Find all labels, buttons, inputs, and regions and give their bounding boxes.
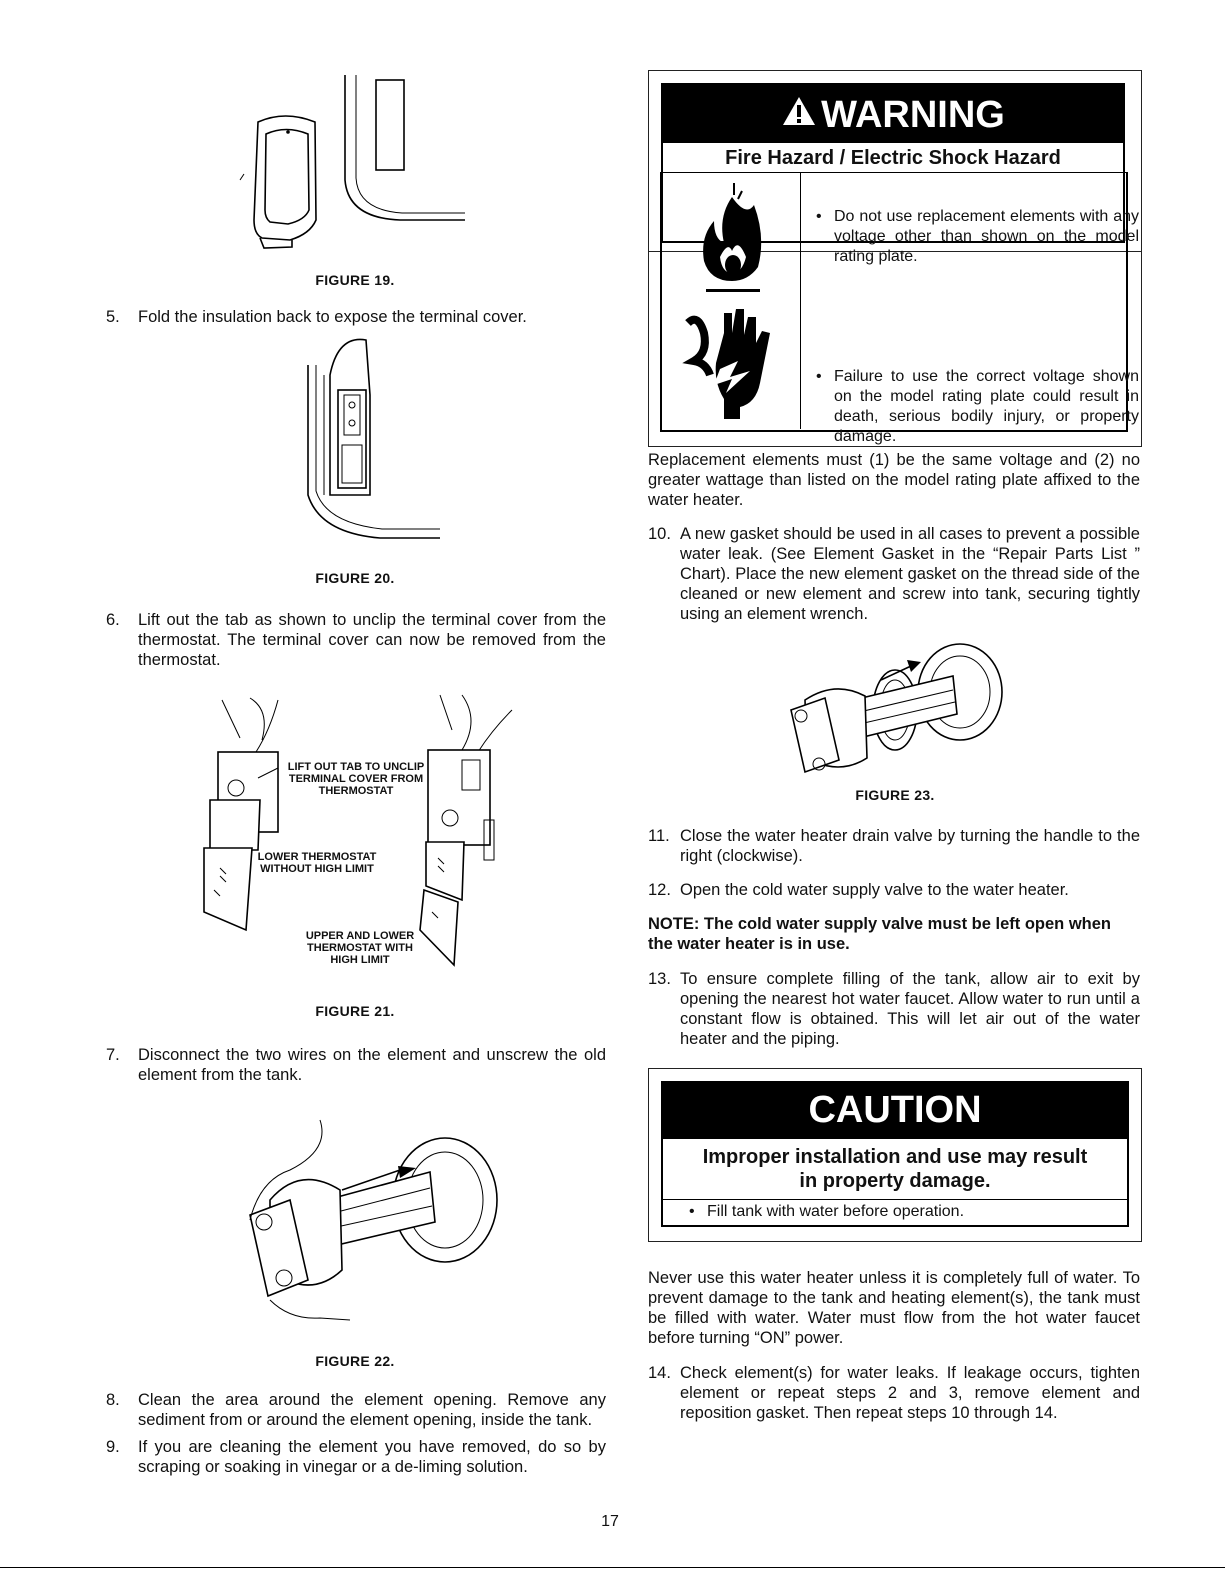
step-text: Disconnect the two wires on the element … — [138, 1046, 606, 1084]
step-text: Close the water heater drain valve by tu… — [680, 827, 1140, 865]
step-text: Lift out the tab as shown to unclip the … — [138, 611, 606, 669]
bottom-rule — [0, 1567, 1225, 1568]
figure-19-illustration — [239, 75, 465, 249]
step-text: Check element(s) for water leaks. If lea… — [680, 1364, 1140, 1422]
caution-inner: CAUTION Improper installation and use ma… — [661, 1081, 1129, 1227]
step-10: 10. A new gasket should be used in all c… — [648, 524, 1140, 624]
fire-hazard-icon — [703, 183, 762, 292]
step-number: 10. — [648, 525, 671, 543]
step-number: 14. — [648, 1364, 671, 1382]
page-number: 17 — [601, 1513, 619, 1530]
figure-21-illustration — [203, 694, 513, 967]
step-text: Clean the area around the element openin… — [138, 1391, 606, 1429]
step-7: 7. Disconnect the two wires on the eleme… — [106, 1045, 606, 1085]
step-text: Fold the insulation back to expose the t… — [138, 308, 527, 326]
never-use-paragraph: Never use this water heater unless it is… — [648, 1269, 1140, 1347]
step-9: 9. If you are cleaning the element you h… — [106, 1437, 606, 1477]
figure-21-label-upper-lower-thermostat: UPPER AND LOWER THERMOSTAT WITH HIGH LIM… — [305, 930, 415, 966]
note-cold-water-valve: NOTE: The cold water supply valve must b… — [648, 915, 1111, 953]
figure-23-illustration — [790, 643, 1003, 774]
step-number: 6. — [106, 611, 120, 629]
warning-bullet-2: Failure to use the correct voltage shown… — [812, 367, 1139, 447]
step-text: If you are cleaning the element you have… — [138, 1438, 606, 1476]
figure-22-caption: FIGURE 22. — [315, 1353, 395, 1369]
caution-subtitle: Improper installation and use may result… — [663, 1145, 1127, 1193]
step-text: To ensure complete filling of the tank, … — [680, 970, 1140, 1048]
step-number: 7. — [106, 1046, 120, 1064]
figure-21-label-lift-tab: LIFT OUT TAB TO UNCLIP TERMINAL COVER FR… — [287, 761, 425, 797]
replacement-paragraph: Replacement elements must (1) be the sam… — [648, 451, 1140, 509]
figure-20-illustration — [307, 338, 440, 539]
figure-21-caption: FIGURE 21. — [315, 1003, 395, 1019]
step-14: 14. Check element(s) for water leaks. If… — [648, 1363, 1140, 1423]
step-number: 9. — [106, 1438, 120, 1456]
electric-shock-icon — [682, 309, 770, 419]
step-number: 5. — [106, 308, 120, 326]
warning-body-divider — [800, 173, 801, 429]
step-number: 13. — [648, 970, 671, 988]
step-6: 6. Lift out the tab as shown to unclip t… — [106, 610, 606, 670]
warning-body: Do not use replacement elements with any… — [660, 172, 1139, 445]
figure-23-caption: FIGURE 23. — [855, 787, 935, 803]
step-number: 11. — [648, 827, 670, 845]
warning-bullet-1: Do not use replacement elements with any… — [812, 207, 1139, 267]
step-text: Open the cold water supply valve to the … — [680, 881, 1069, 899]
figure-21-label-lower-thermostat: LOWER THERMOSTAT WITHOUT HIGH LIMIT — [257, 851, 377, 875]
step-number: 12. — [648, 881, 671, 899]
warning-subtitle: Fire Hazard / Electric Shock Hazard — [725, 147, 1061, 169]
caution-subtitle-line-2: in property damage. — [799, 1170, 991, 1192]
caution-subtitle-line-1: Improper installation and use may result — [702, 1146, 1088, 1168]
step-5: 5. Fold the insulation back to expose th… — [106, 307, 606, 327]
step-8: 8. Clean the area around the element ope… — [106, 1390, 606, 1430]
caution-bullet-1: Fill tank with water before operation. — [685, 1202, 1127, 1222]
warning-banner: WARNING — [661, 83, 1125, 143]
caution-banner: CAUTION — [661, 1081, 1129, 1139]
step-12: 12. Open the cold water supply valve to … — [648, 880, 1140, 900]
figure-22-illustration — [249, 1119, 498, 1321]
figure-19-caption: FIGURE 19. — [315, 272, 395, 288]
warning-triangle-icon — [781, 85, 817, 145]
caution-divider — [663, 1199, 1127, 1200]
step-11: 11. Close the water heater drain valve b… — [648, 826, 1140, 866]
step-13: 13. To ensure complete filling of the ta… — [648, 969, 1140, 1049]
step-number: 8. — [106, 1391, 120, 1409]
step-text: A new gasket should be used in all cases… — [680, 525, 1140, 623]
figure-20-caption: FIGURE 20. — [315, 570, 395, 586]
caution-box: CAUTION Improper installation and use ma… — [648, 1068, 1142, 1242]
warning-title: WARNING — [821, 93, 1005, 136]
